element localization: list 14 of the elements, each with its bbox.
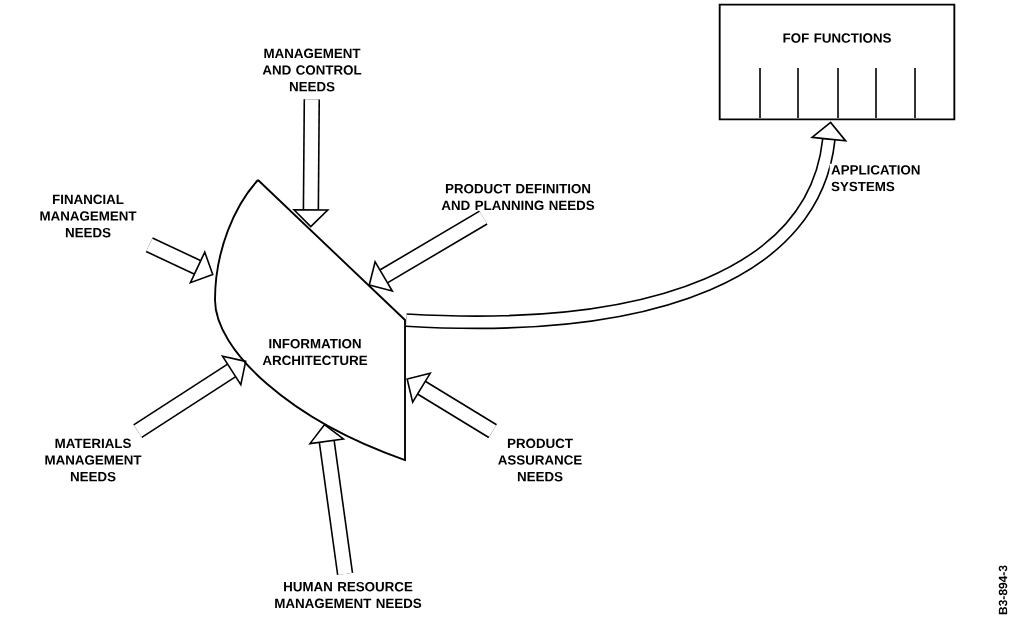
edge-label: APPLICATION SYSTEMS xyxy=(831,165,920,192)
figure-number: B3-894-3 xyxy=(998,565,1008,615)
block-arrow xyxy=(308,423,354,576)
functions-box: FOF FUNCTIONS xyxy=(718,3,956,121)
information-architecture-shape: INFORMATION ARCHITECTURE xyxy=(214,179,406,461)
need-label: MATERIALS MANAGEMENT NEEDS xyxy=(45,438,142,482)
block-arrow xyxy=(368,210,488,293)
need-label: MANAGEMENT AND CONTROL NEEDS xyxy=(262,48,362,92)
block-arrow xyxy=(406,372,497,439)
need-label: HUMAN RESOURCE MANAGEMENT NEEDS xyxy=(275,581,422,609)
need-label: PRODUCT DEFINITION AND PLANNING NEEDS xyxy=(441,183,595,211)
block-arrow xyxy=(133,355,247,439)
need-label: FINANCIAL MANAGEMENT NEEDS xyxy=(40,194,137,238)
need-label: PRODUCT ASSURANCE NEEDS xyxy=(498,438,582,482)
